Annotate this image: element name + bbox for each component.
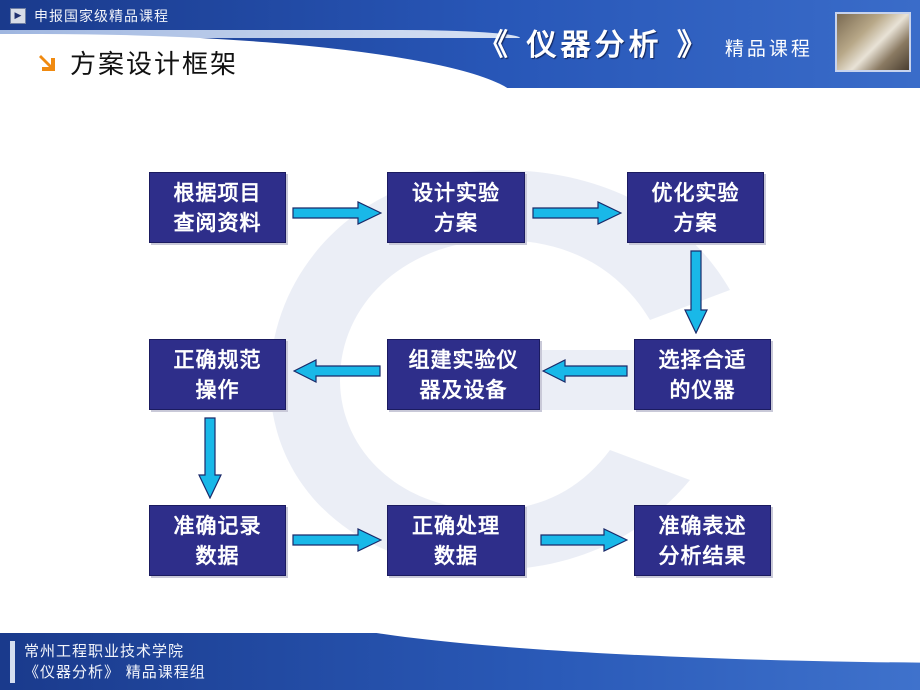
brand-subtitle: 精品课程 xyxy=(724,38,813,60)
step-research-literature: 根据项目 查阅资料 xyxy=(149,172,286,243)
footer-institution: 常州工程职业技术学院 xyxy=(24,642,185,660)
arrow-right-1 xyxy=(292,201,382,225)
arrow-down-2 xyxy=(198,417,222,499)
play-icon: ▶ xyxy=(10,8,26,24)
step-report-results: 准确表述 分析结果 xyxy=(634,505,771,576)
arrow-right-4 xyxy=(540,528,628,552)
arrow-down-1 xyxy=(684,250,708,334)
step-optimize-experiment: 优化实验 方案 xyxy=(627,172,764,243)
page-title: 方案设计框架 xyxy=(38,44,238,80)
top-tag-label: 申报国家级精品课程 xyxy=(34,9,169,25)
footer-course-group: 《仪器分析》 精品课程组 xyxy=(24,663,206,681)
course-brand: 《 仪器分析 》 精品课程 xyxy=(478,20,813,63)
footer-accent-bar xyxy=(10,641,15,683)
header-accent-band xyxy=(0,30,520,38)
orange-arrow-icon xyxy=(39,55,55,71)
arrow-right-3 xyxy=(292,528,382,552)
arrow-left-2 xyxy=(293,359,381,383)
brand-title: 《 仪器分析 》 xyxy=(478,28,711,63)
footer-white-curve xyxy=(300,633,920,663)
footer-banner: 常州工程职业技术学院 《仪器分析》 精品课程组 xyxy=(0,633,920,690)
top-tag: ▶ 申报国家级精品课程 xyxy=(10,6,169,26)
step-proper-operation: 正确规范 操作 xyxy=(149,339,286,410)
page-title-text: 方案设计框架 xyxy=(70,49,239,80)
arrow-left-1 xyxy=(542,359,628,383)
step-assemble-equipment: 组建实验仪 器及设备 xyxy=(387,339,540,410)
step-design-experiment: 设计实验 方案 xyxy=(387,172,525,243)
step-select-instrument: 选择合适 的仪器 xyxy=(634,339,771,410)
header-photo xyxy=(835,12,911,72)
step-process-data: 正确处理 数据 xyxy=(387,505,525,576)
step-record-data: 准确记录 数据 xyxy=(149,505,286,576)
footer-text: 常州工程职业技术学院 《仪器分析》 精品课程组 xyxy=(24,641,206,683)
header-banner: ▶ 申报国家级精品课程 《 仪器分析 》 精品课程 xyxy=(0,0,920,88)
arrow-right-2 xyxy=(532,201,622,225)
